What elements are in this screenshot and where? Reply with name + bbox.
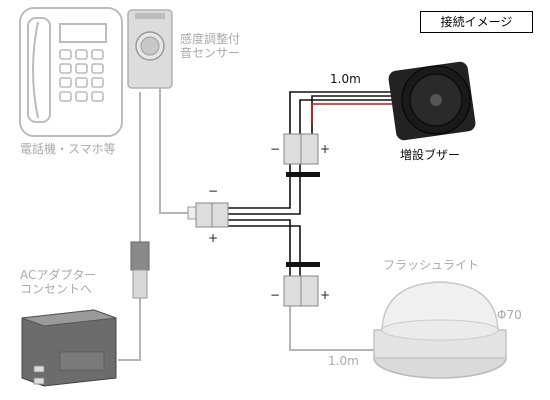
flash-connector <box>283 262 320 307</box>
ac-adapter-label-line1: ACアダプター <box>20 268 97 282</box>
flash-plus-label: + <box>320 288 331 302</box>
sensor-label-line2: 音センサー <box>180 46 241 60</box>
sound-sensor-icon <box>127 9 173 89</box>
splitter-connector <box>187 202 229 228</box>
ac-adapter-label-line2: コンセントへ <box>20 282 93 296</box>
splitter-minus-label: − <box>208 184 219 198</box>
diagram-title: 接続イメージ <box>420 11 533 33</box>
splitter-plus-label: + <box>208 231 219 245</box>
gray-wires <box>118 88 380 361</box>
flash-size-label: Φ70 <box>497 308 522 322</box>
sensor-label-line1: 感度調整付 <box>180 32 241 46</box>
main-wires <box>228 91 406 282</box>
flash-light-label: フラッシュライト <box>383 258 480 272</box>
phone-label: 電話機・スマホ等 <box>20 142 116 156</box>
buzzer-label: 増設ブザー <box>400 148 461 162</box>
flash-wire-length: 1.0m <box>328 354 359 368</box>
buzzer-icon <box>388 61 476 141</box>
flash-minus-label: − <box>270 288 281 302</box>
buzzer-wire-length: 1.0m <box>330 72 361 86</box>
buzzer-connector <box>283 133 320 177</box>
buzzer-plus-label: + <box>320 142 331 156</box>
flash-light-icon <box>373 281 507 379</box>
ac-inline-connector <box>130 241 150 299</box>
buzzer-minus-label: − <box>270 142 281 156</box>
telephone-icon <box>19 7 123 137</box>
ac-adapter-icon <box>21 309 117 387</box>
